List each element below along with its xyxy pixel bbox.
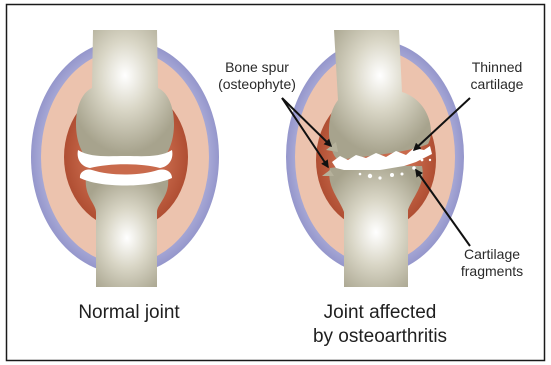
label-thinned-line2: cartilage xyxy=(447,76,547,93)
label-bone-spur-line2: (osteophyte) xyxy=(207,76,307,93)
label-bone-spur-line1: Bone spur xyxy=(207,59,307,76)
caption-normal-joint: Normal joint xyxy=(34,301,224,325)
lower-bone xyxy=(86,178,168,287)
label-thinned-cartilage: Thinned cartilage xyxy=(447,59,547,93)
label-fragments-line2: fragments xyxy=(442,263,542,280)
caption-oa-line2: by osteoarthritis xyxy=(285,325,475,349)
label-bone-spur: Bone spur (osteophyte) xyxy=(207,59,307,93)
oa-joint-diagram xyxy=(286,30,464,287)
caption-oa-line1: Joint affected xyxy=(285,301,475,325)
label-cartilage-fragments: Cartilage fragments xyxy=(442,246,542,280)
label-fragments-line1: Cartilage xyxy=(442,246,542,263)
caption-oa-joint: Joint affected by osteoarthritis xyxy=(285,301,475,349)
label-thinned-line1: Thinned xyxy=(447,59,547,76)
normal-joint-diagram xyxy=(31,30,219,287)
